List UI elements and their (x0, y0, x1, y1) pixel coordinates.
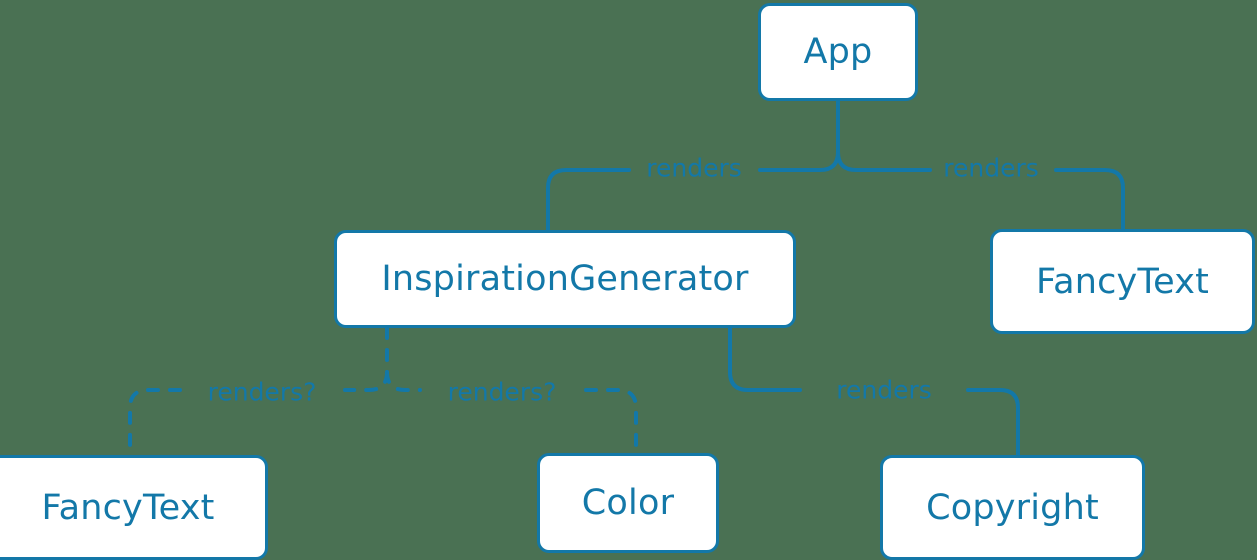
node-color-label: Color (581, 483, 675, 523)
node-inspiration-generator-label: InspirationGenerator (381, 259, 749, 299)
edge-inspiration-dashed-stem-right (385, 370, 422, 392)
edge-label-text: renders (943, 153, 1039, 183)
edge-label-app-inspiration: renders (646, 154, 742, 183)
node-fancytext-top[interactable]: FancyText (990, 229, 1255, 334)
node-fancytext-bottom-label: FancyText (41, 487, 215, 528)
edge-inspiration-color-dashed (584, 388, 638, 455)
node-copyright-label: Copyright (926, 487, 1099, 528)
edge-inspiration-copyright-tail (966, 388, 1020, 457)
edge-label-text: renders? (447, 377, 557, 407)
edge-inspiration-dashed-stem (343, 326, 389, 392)
node-app-label: App (803, 32, 873, 72)
edge-label-text: renders (836, 375, 932, 405)
edge-label-app-fancytext: renders (943, 154, 1039, 183)
edge-label-inspiration-fancytext: renders? (208, 378, 317, 407)
node-copyright[interactable]: Copyright (880, 455, 1145, 560)
edge-app-stem-left (758, 150, 840, 172)
edge-inspiration-copyright-stem (728, 326, 802, 392)
node-inspiration-generator[interactable]: InspirationGenerator (334, 230, 796, 328)
edge-app-fancytext (1054, 168, 1125, 231)
edge-app-inspiration (546, 168, 631, 232)
edge-app-stem (836, 99, 932, 172)
edge-inspiration-fancytext-dashed (128, 388, 182, 457)
node-app[interactable]: App (758, 3, 918, 101)
edge-label-text: renders (646, 153, 742, 183)
edge-label-inspiration-color: renders? (448, 378, 557, 407)
node-color[interactable]: Color (537, 453, 719, 553)
node-fancytext-bottom[interactable]: FancyText (0, 455, 268, 560)
node-fancytext-top-label: FancyText (1035, 261, 1210, 302)
edge-label-inspiration-copyright: renders (836, 376, 932, 405)
edge-label-text: renders? (207, 377, 317, 407)
